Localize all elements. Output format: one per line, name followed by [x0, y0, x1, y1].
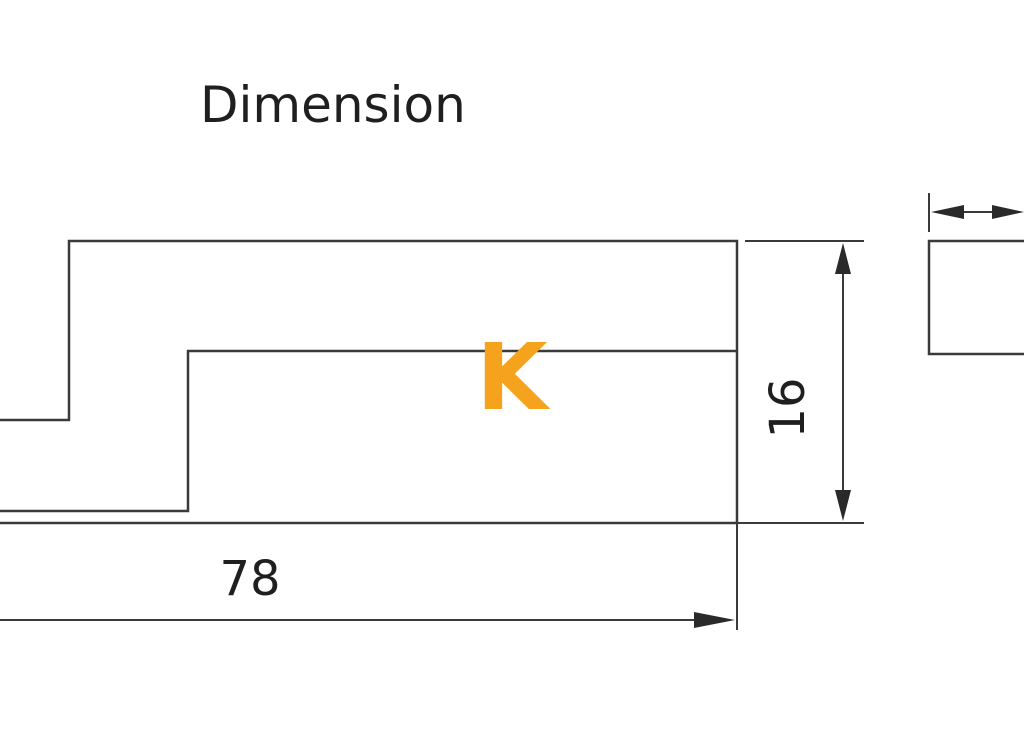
- length-dimension-label: 78: [219, 551, 280, 607]
- height-dimension-label: 16: [760, 377, 816, 438]
- height-arrow-bottom: [835, 490, 851, 521]
- side-view-outline: [927, 239, 1024, 356]
- side-view-arrow-right: [992, 205, 1024, 219]
- profile-outer-outline: [0, 239, 739, 525]
- profile-inner-outline: [0, 349, 737, 513]
- drawing-title: Dimension: [200, 76, 466, 134]
- height-arrow-top: [835, 243, 851, 274]
- length-arrow-right: [694, 612, 735, 628]
- side-view-arrow-left: [931, 205, 964, 219]
- overlay-mark-k: K: [476, 324, 551, 431]
